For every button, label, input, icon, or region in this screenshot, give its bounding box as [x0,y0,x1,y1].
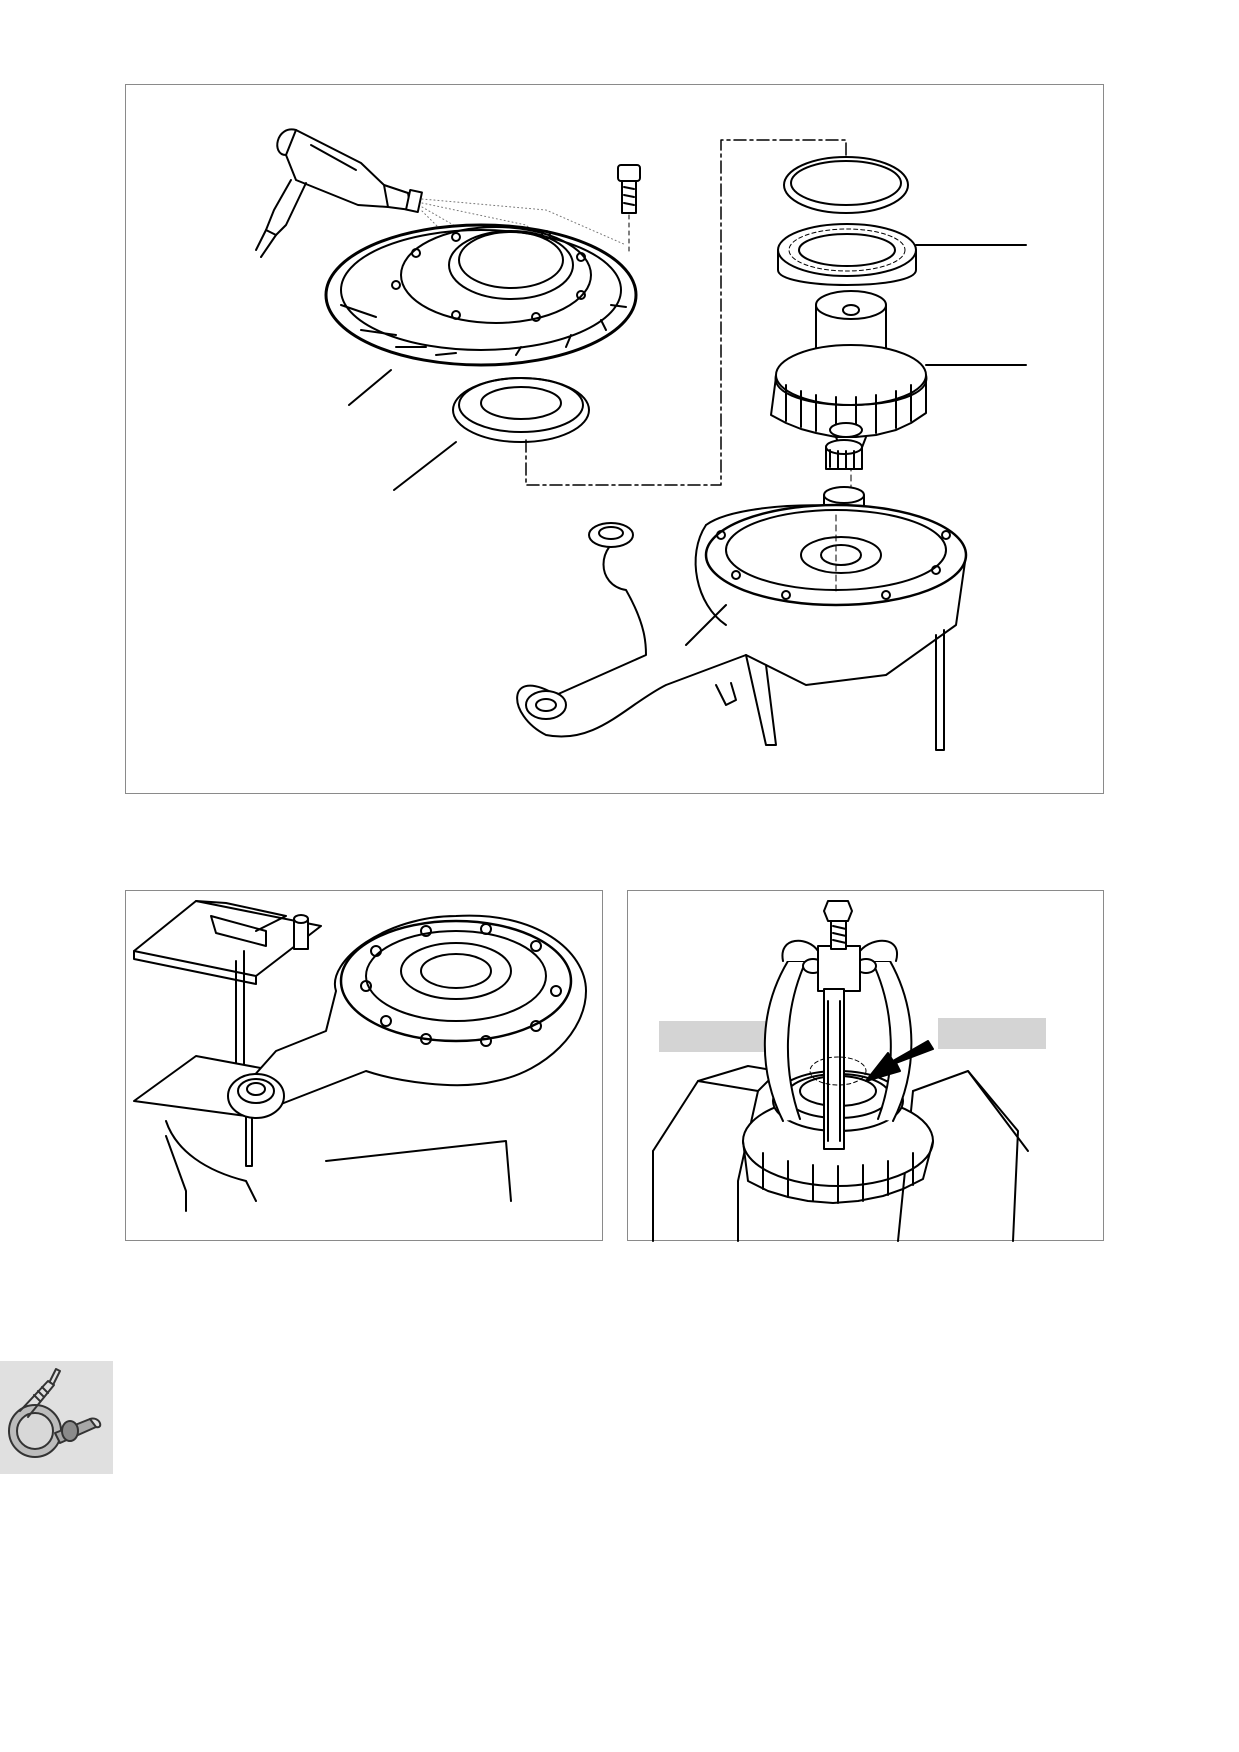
arrow-icon [865,1040,934,1082]
exploded-view-figure [125,84,1104,794]
mounting-fixture [133,900,332,1167]
bevel-gear [770,290,928,451]
gear-housing [165,914,587,1212]
flange-plate [324,223,638,367]
leader-line [348,369,392,406]
label-placeholder-right [938,1018,1046,1049]
vice-jaws [652,1065,1029,1242]
retaining-ring [783,156,909,214]
seal-ring [452,377,590,443]
fixture-view-figure [125,890,603,1241]
assembly-bracket [525,139,847,486]
gear-housing [516,503,968,751]
needle-bearing [825,422,863,470]
label-placeholder-left [659,1021,767,1052]
repair-tool-icon [8,1368,102,1458]
bearing-puller-icon [763,900,913,1150]
section-tab [0,1361,113,1474]
ball-bearing [777,223,917,286]
bolt-icon [617,164,641,256]
puller-view-figure [627,890,1104,1242]
leader-line [393,441,457,491]
heat-gun-icon [255,128,423,258]
